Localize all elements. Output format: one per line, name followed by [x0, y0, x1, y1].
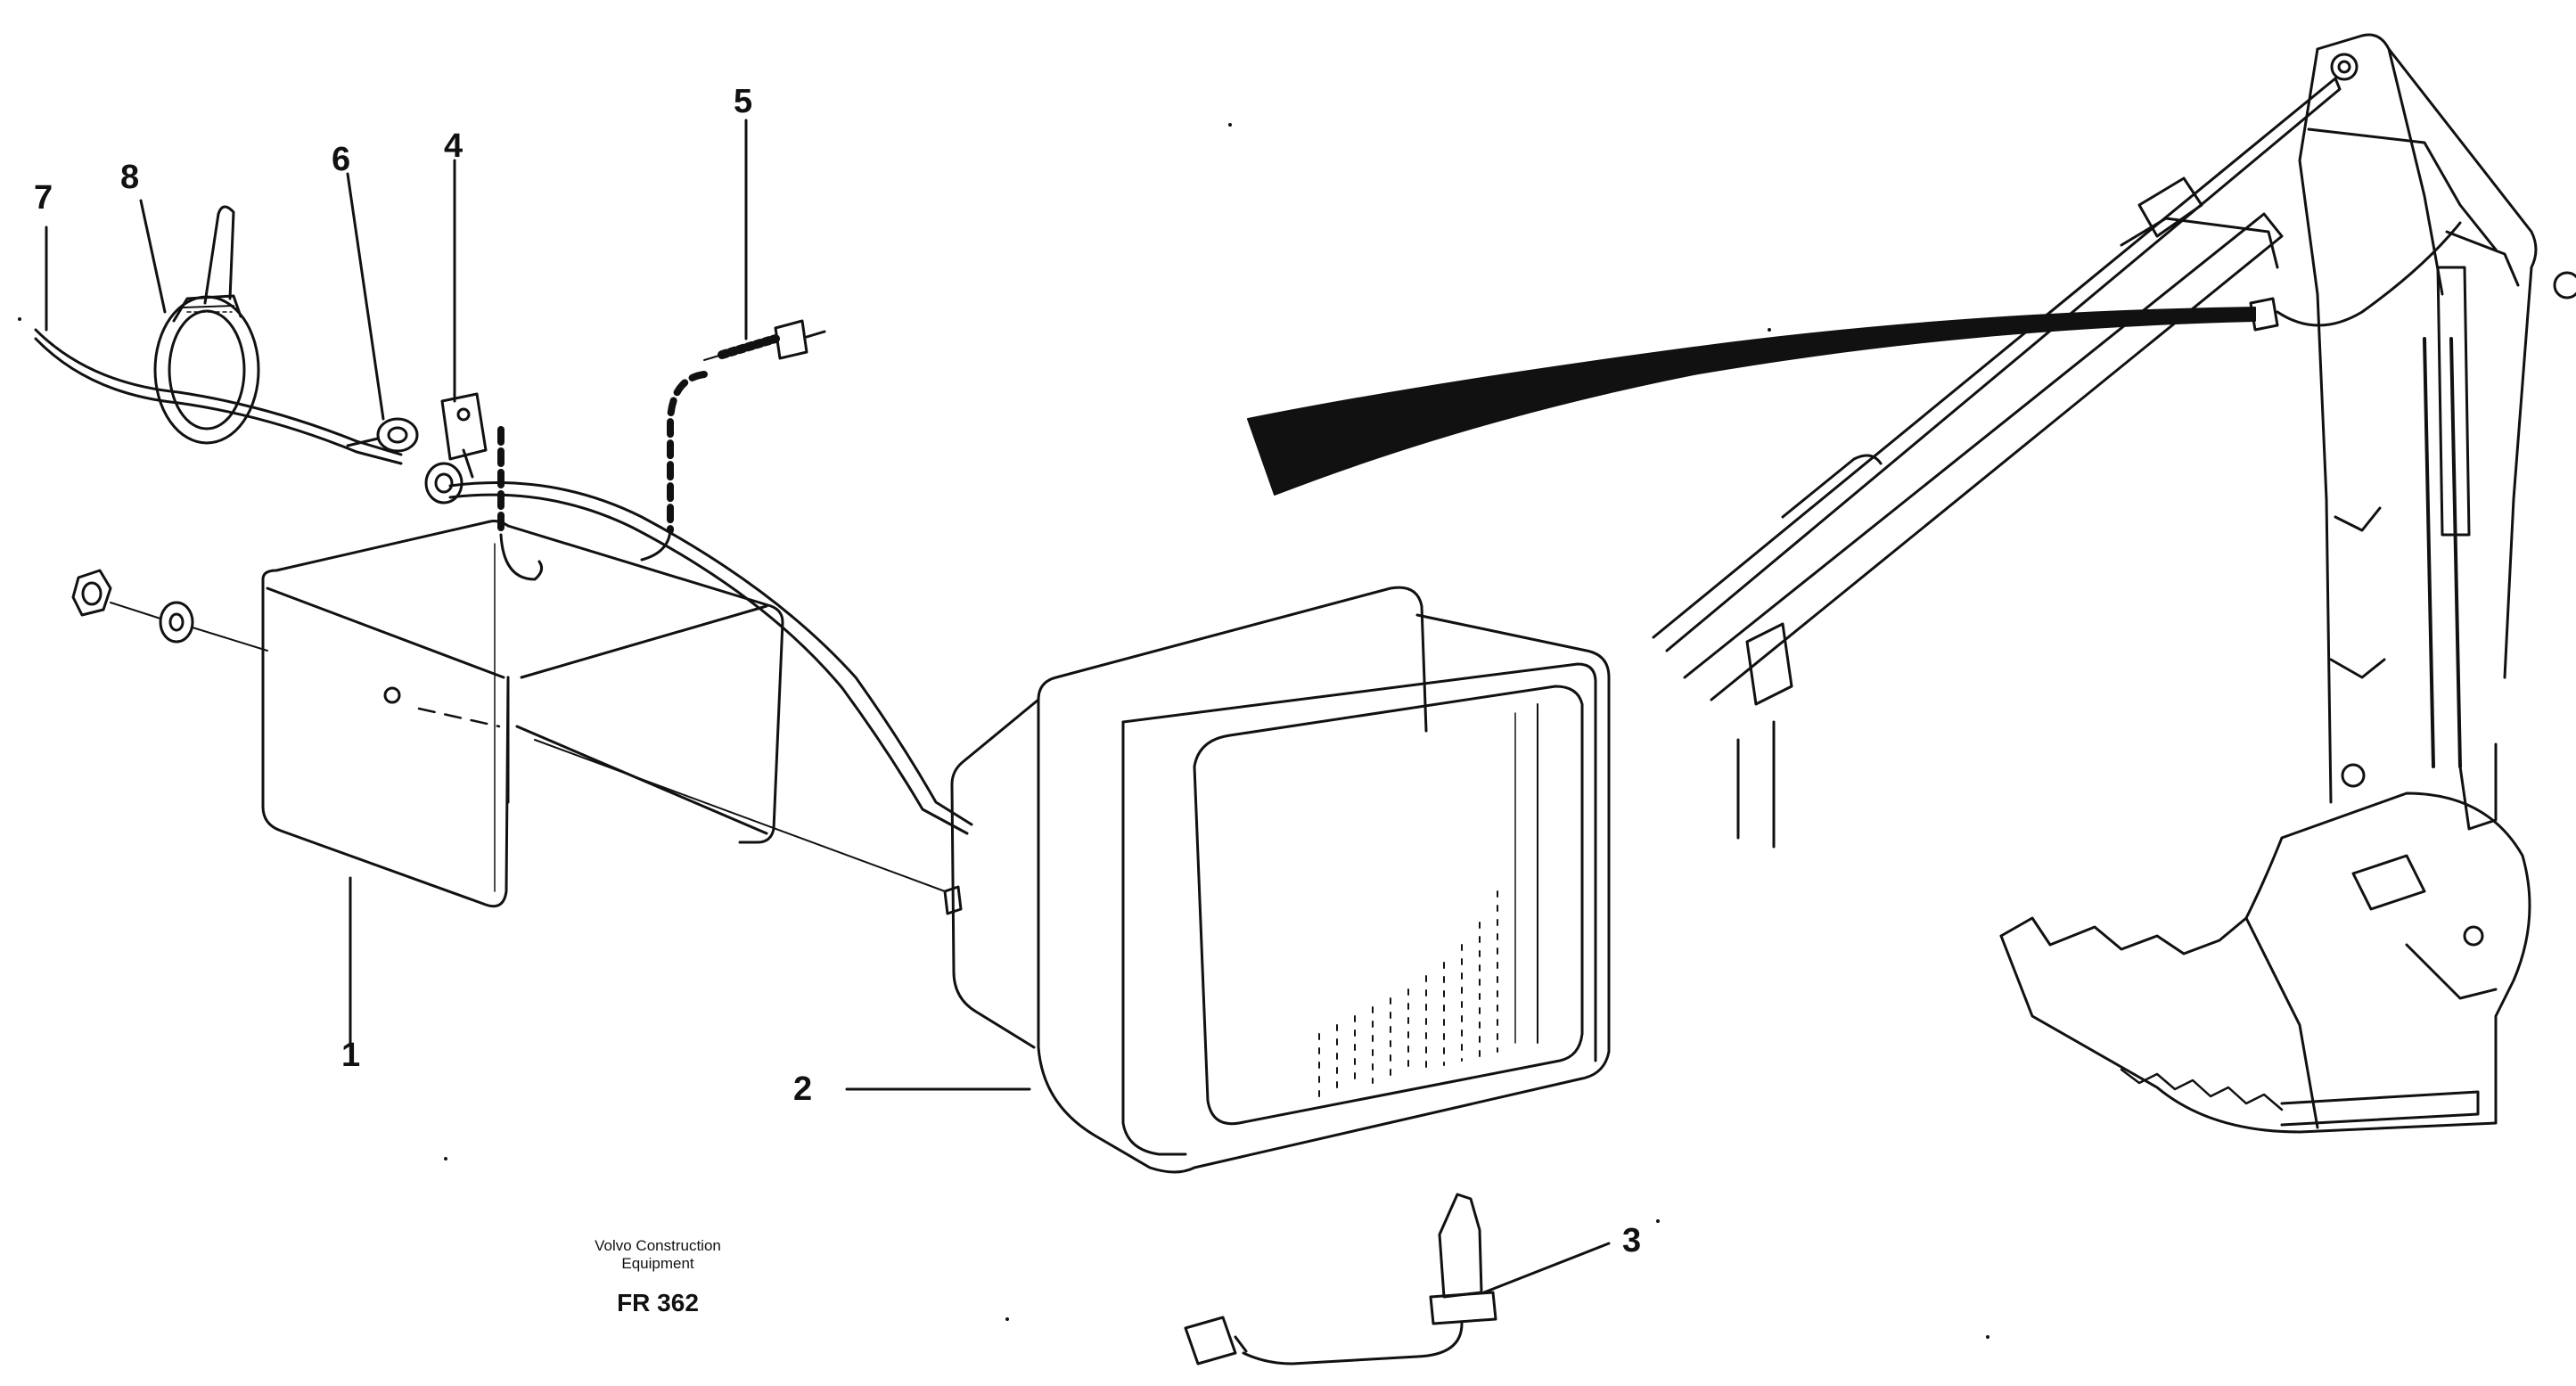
callout-1: 1	[341, 1037, 361, 1074]
callout-6: 6	[332, 141, 351, 178]
lamp-location-mark	[2249, 221, 2462, 332]
excavator-bucket	[1999, 791, 2531, 1134]
leader-6	[346, 172, 385, 421]
callout-5: 5	[734, 83, 753, 120]
manufacturer-caption: Volvo Construction Equipment FR 362	[560, 1237, 756, 1317]
leader-8	[139, 199, 167, 314]
excavator-arm	[1652, 33, 2576, 849]
scan-dots	[18, 123, 1989, 1339]
callout-4: 4	[444, 127, 464, 165]
callout-3: 3	[1622, 1222, 1642, 1259]
sunshade	[261, 520, 946, 908]
cable	[34, 328, 973, 835]
leader-lines	[45, 119, 1611, 1294]
bulb	[1184, 1193, 1497, 1365]
grommet	[346, 417, 419, 453]
caption-line-1: Volvo Construction	[595, 1237, 721, 1254]
callout-8: 8	[120, 159, 140, 196]
figure-code: FR 362	[617, 1289, 699, 1316]
location-pointer	[1247, 307, 2256, 496]
cable-tie	[153, 205, 260, 445]
callout-7: 7	[34, 179, 53, 217]
cable-clip	[424, 392, 544, 581]
work-lamp	[943, 586, 1611, 1174]
nut-and-washer	[71, 569, 268, 652]
callout-2: 2	[793, 1070, 813, 1108]
leader-3	[1482, 1242, 1611, 1294]
caption-line-2: Equipment	[621, 1255, 694, 1272]
screw	[640, 319, 826, 562]
